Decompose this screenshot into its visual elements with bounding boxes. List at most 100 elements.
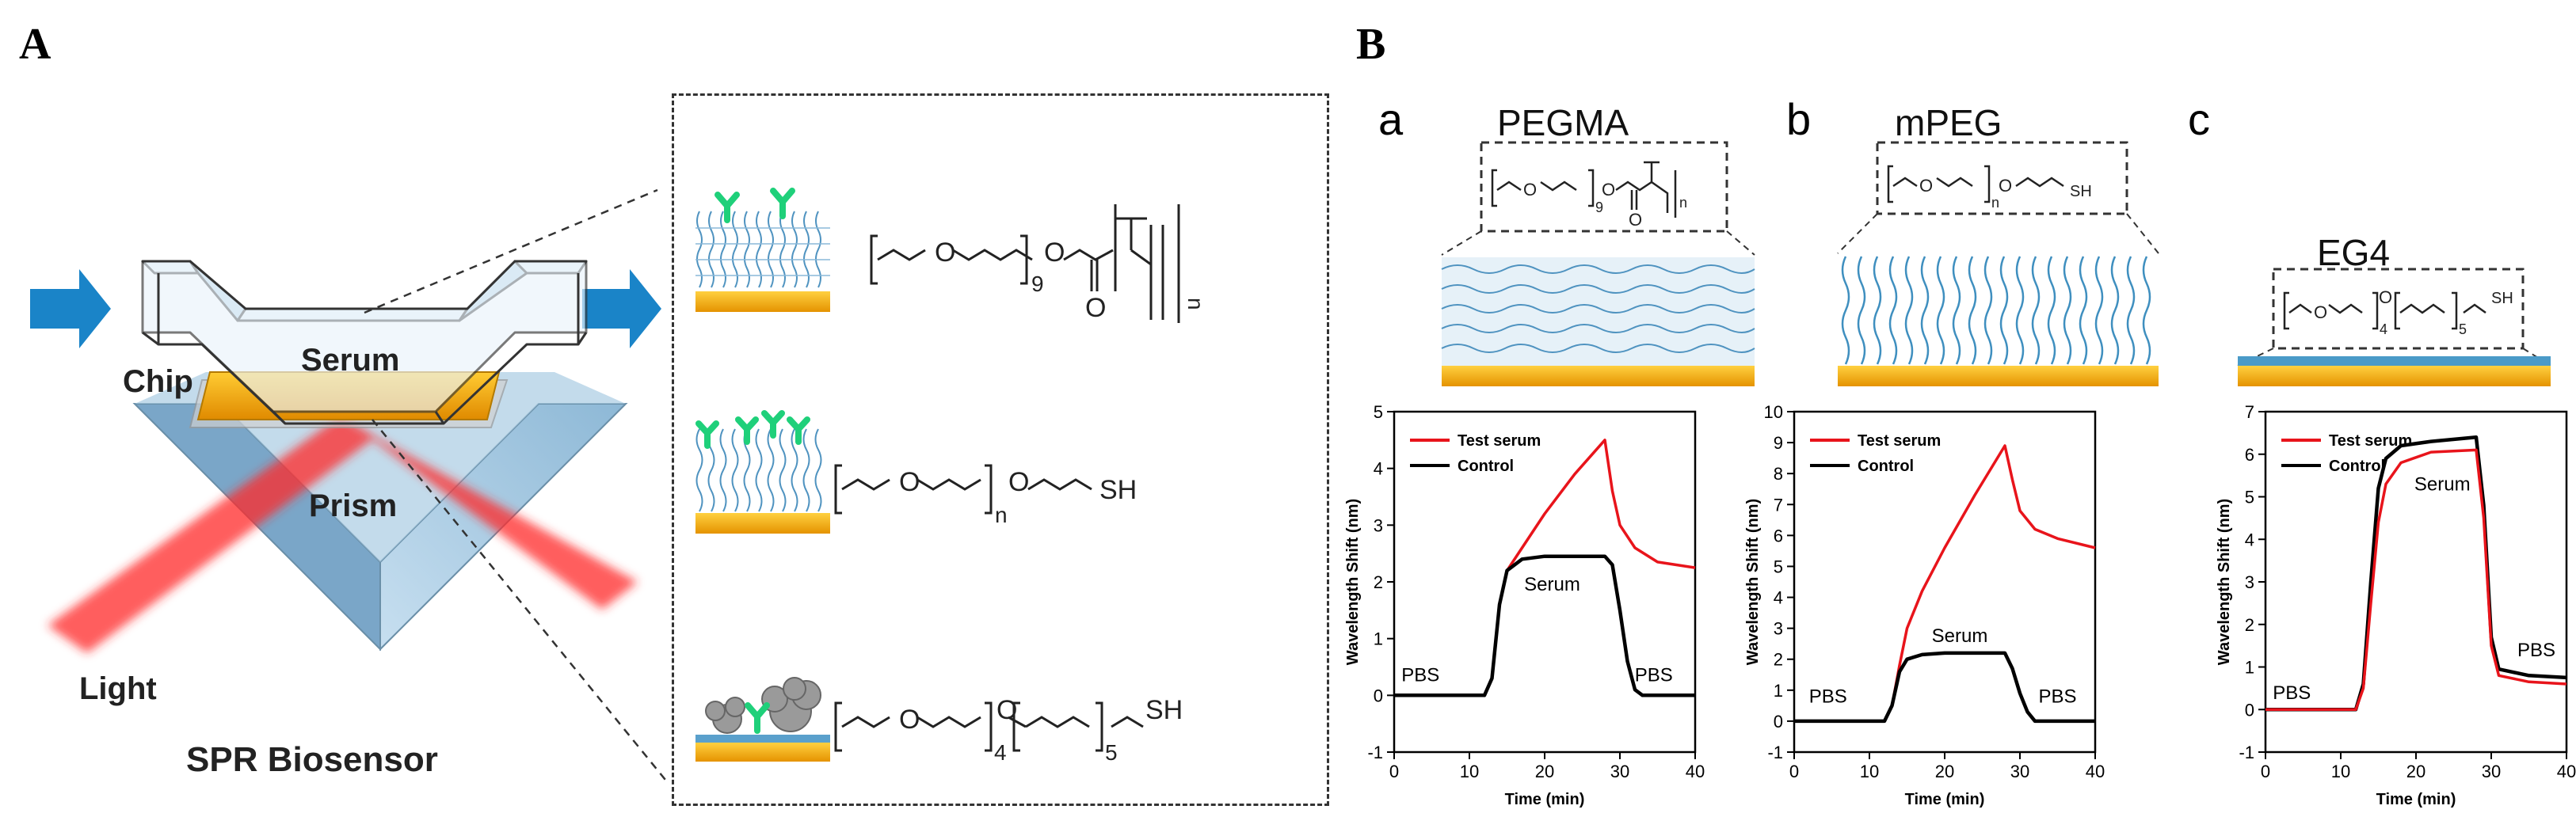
phase-annotation: PBS xyxy=(2517,640,2555,661)
y-tick-label: -1 xyxy=(2239,743,2254,762)
pegma-subscript-n: n xyxy=(1183,298,1208,310)
eg4-inset-subscript-5: 5 xyxy=(2459,321,2467,337)
y-tick-label: 9 xyxy=(1774,433,1783,453)
legend-label: Test serum xyxy=(1858,432,1941,450)
y-tick-label: 2 xyxy=(1374,572,1383,592)
pegma-subscript-9: 9 xyxy=(1031,272,1044,296)
panel-a-letter: A xyxy=(19,20,51,69)
series-line-test-serum xyxy=(1394,439,1696,697)
y-tick-label: 4 xyxy=(2245,530,2254,549)
mpeg-inset-o1: O xyxy=(1919,176,1933,196)
y-tick-label: 3 xyxy=(1374,515,1383,535)
x-tick-label: 20 xyxy=(2406,762,2425,781)
mpeg-inset-sh: SH xyxy=(2070,183,2092,200)
legend-label: Test serum xyxy=(1458,432,1541,450)
phase-annotation: PBS xyxy=(2038,686,2076,707)
phase-annotation: PBS xyxy=(1401,664,1439,686)
phase-annotation: PBS xyxy=(2273,682,2311,704)
y-tick-label: 0 xyxy=(1774,712,1783,732)
y-tick-label: 4 xyxy=(1374,459,1383,479)
pegma-inset-subscript-9: 9 xyxy=(1595,200,1603,215)
y-tick-label: 3 xyxy=(1774,619,1783,639)
y-tick-label: 3 xyxy=(2245,572,2254,592)
pegma-o2: O xyxy=(1044,238,1065,268)
phase-annotation: Serum xyxy=(1932,625,1988,647)
y-tick-label: 10 xyxy=(1764,402,1783,422)
callout-line-top xyxy=(364,188,658,314)
mpeg-surface xyxy=(695,410,830,534)
eg4-inset-o2: O xyxy=(2379,287,2392,307)
pegma-inset-o3: O xyxy=(1629,210,1642,230)
pegma-surface xyxy=(695,188,830,312)
y-tick-label: 7 xyxy=(1774,495,1783,515)
prism-label: Prism xyxy=(309,488,398,523)
serum-label: Serum xyxy=(301,343,400,378)
x-tick-label: 10 xyxy=(2331,762,2350,781)
light-label: Light xyxy=(79,671,157,706)
series-line-control xyxy=(1394,554,1695,697)
eg4-o1: O xyxy=(899,705,920,735)
mpeg-inset-subscript-n: n xyxy=(1991,195,1999,211)
legend-label: Control xyxy=(1458,458,1514,475)
y-tick-label: 2 xyxy=(1774,650,1783,670)
spr-biosensor-diagram xyxy=(30,188,666,781)
y-tick-label: 1 xyxy=(1774,681,1783,701)
eg4-inset-o1: O xyxy=(2314,302,2327,322)
eg4-inset-box xyxy=(2272,268,2525,350)
x-tick-label: 40 xyxy=(2557,762,2576,781)
phase-annotation: Serum xyxy=(1524,574,1580,595)
mpeg-subscript-n: n xyxy=(995,503,1008,527)
y-axis-label: Wavelength Shift (nm) xyxy=(1744,499,1762,665)
phase-annotation: PBS xyxy=(1809,686,1847,707)
x-tick-label: 40 xyxy=(2086,762,2105,781)
mpeg-brush xyxy=(1841,256,2151,365)
phase-annotation: Serum xyxy=(2414,473,2471,495)
mpeg-inset-formula xyxy=(1887,165,2064,203)
y-tick-label: 2 xyxy=(2245,615,2254,635)
x-tick-label: 0 xyxy=(1789,762,1799,781)
mpeg-o1: O xyxy=(899,467,920,497)
flow-cell xyxy=(141,260,588,425)
y-axis-label: Wavelength Shift (nm) xyxy=(2216,499,2233,665)
y-tick-label: 7 xyxy=(2245,402,2254,422)
mpeg-inset-o2: O xyxy=(1999,176,2012,196)
x-tick-label: 20 xyxy=(1535,762,1554,781)
eg4-subscript-5: 5 xyxy=(1105,740,1118,765)
pegma-brush xyxy=(1441,257,1755,368)
y-tick-label: -1 xyxy=(1367,743,1383,762)
eg4-inset-subscript-4: 4 xyxy=(2380,321,2387,337)
pegma-inset-o2: O xyxy=(1602,180,1615,200)
series-line-test-serum xyxy=(1794,444,2096,723)
pegma-inset-box xyxy=(1480,141,1728,233)
y-axis-label: Wavelength Shift (nm) xyxy=(1344,499,1362,665)
panel-b-letter: B xyxy=(1356,20,1386,69)
eg4-o2: O xyxy=(996,695,1017,725)
x-tick-label: 30 xyxy=(2482,762,2501,781)
pegma-inset-subscript-n: n xyxy=(1679,195,1687,211)
x-tick-label: 30 xyxy=(2010,762,2029,781)
y-tick-label: 5 xyxy=(1774,557,1783,576)
x-tick-label: 0 xyxy=(1389,762,1399,781)
eg4-surface xyxy=(695,677,830,762)
mpeg-formula xyxy=(834,464,1092,515)
pegma-inset-o1: O xyxy=(1523,180,1537,200)
series-line-test-serum xyxy=(2265,448,2567,712)
x-tick-label: 40 xyxy=(1686,762,1705,781)
pegma-formula xyxy=(870,204,1180,323)
x-tick-label: 30 xyxy=(1610,762,1629,781)
pegma-o1: O xyxy=(935,238,955,268)
x-tick-label: 20 xyxy=(1935,762,1954,781)
eg4-monolayer xyxy=(2238,356,2551,366)
subpanel-c-letter: c xyxy=(2188,94,2210,144)
flow-in-arrow xyxy=(30,269,111,348)
light-beams xyxy=(48,416,638,653)
mpeg-o2: O xyxy=(1008,467,1029,497)
eg4-subscript-4: 4 xyxy=(994,740,1007,765)
callout-line-bottom xyxy=(372,419,666,781)
subpanel-illustrations: O 9 O O n O n O SH xyxy=(1441,141,2551,386)
mpeg-inset-box xyxy=(1876,141,2128,215)
flow-out-arrow xyxy=(582,269,661,348)
